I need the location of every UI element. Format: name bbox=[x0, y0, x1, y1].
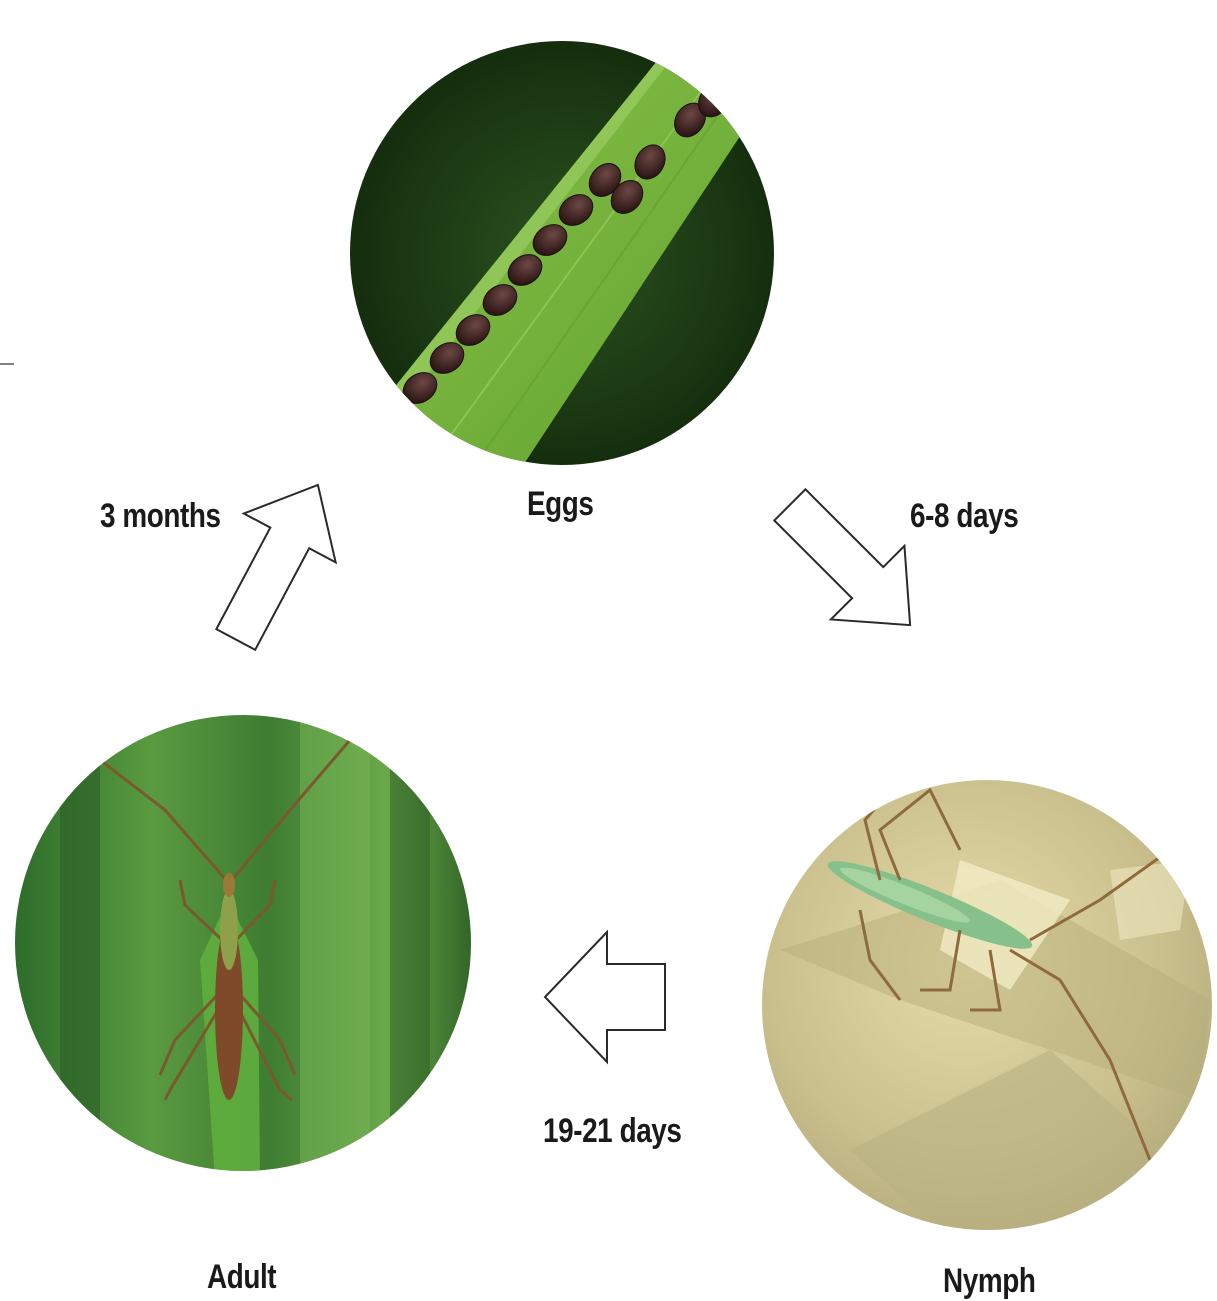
adult-to-eggs-duration: 3 months bbox=[100, 497, 221, 536]
adult-label: Adult bbox=[207, 1258, 276, 1297]
nymph-photo bbox=[750, 770, 1217, 1250]
arrow-nymph-to-adult bbox=[545, 932, 665, 1062]
eggs-to-nymph-duration: 6-8 days bbox=[910, 497, 1018, 536]
arrow-adult-to-eggs bbox=[190, 461, 364, 664]
eggs-photo bbox=[340, 20, 810, 480]
adult-photo bbox=[10, 700, 480, 1180]
nymph-to-adult-duration: 19-21 days bbox=[543, 1112, 682, 1151]
nymph-label: Nymph bbox=[943, 1262, 1035, 1301]
eggs-label: Eggs bbox=[527, 485, 594, 524]
